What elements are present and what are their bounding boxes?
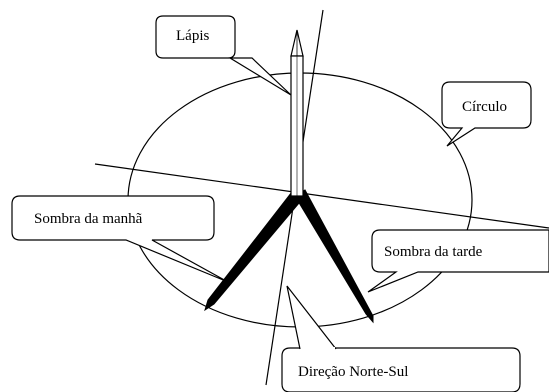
callout-north-south: Direção Norte-Sul	[281, 285, 521, 392]
callout-afternoon-shadow: Sombra da tarde	[367, 229, 549, 293]
callout-morning-shadow: Sombra da manhã	[11, 195, 229, 283]
afternoon-shadow	[294, 189, 374, 324]
callout-morning-shadow-box	[11, 195, 229, 283]
callout-circle: Círculo	[441, 81, 532, 147]
callout-morning-shadow-label: Sombra da manhã	[34, 211, 143, 227]
callout-circle-label: Círculo	[462, 99, 507, 115]
pencil	[290, 29, 304, 197]
callout-north-south-box	[281, 347, 521, 392]
callout-circle-box	[441, 81, 532, 147]
callout-pencil-box	[155, 15, 292, 96]
callout-north-south-pointer	[286, 285, 337, 350]
callout-pencil-label: Lápis	[176, 28, 209, 44]
callout-pencil: Lápis	[155, 15, 292, 96]
east-west-line	[94, 163, 549, 229]
callout-afternoon-shadow-label: Sombra da tarde	[384, 244, 483, 260]
callout-afternoon-shadow-box	[367, 229, 549, 293]
callout-north-south-label: Direção Norte-Sul	[298, 364, 408, 380]
